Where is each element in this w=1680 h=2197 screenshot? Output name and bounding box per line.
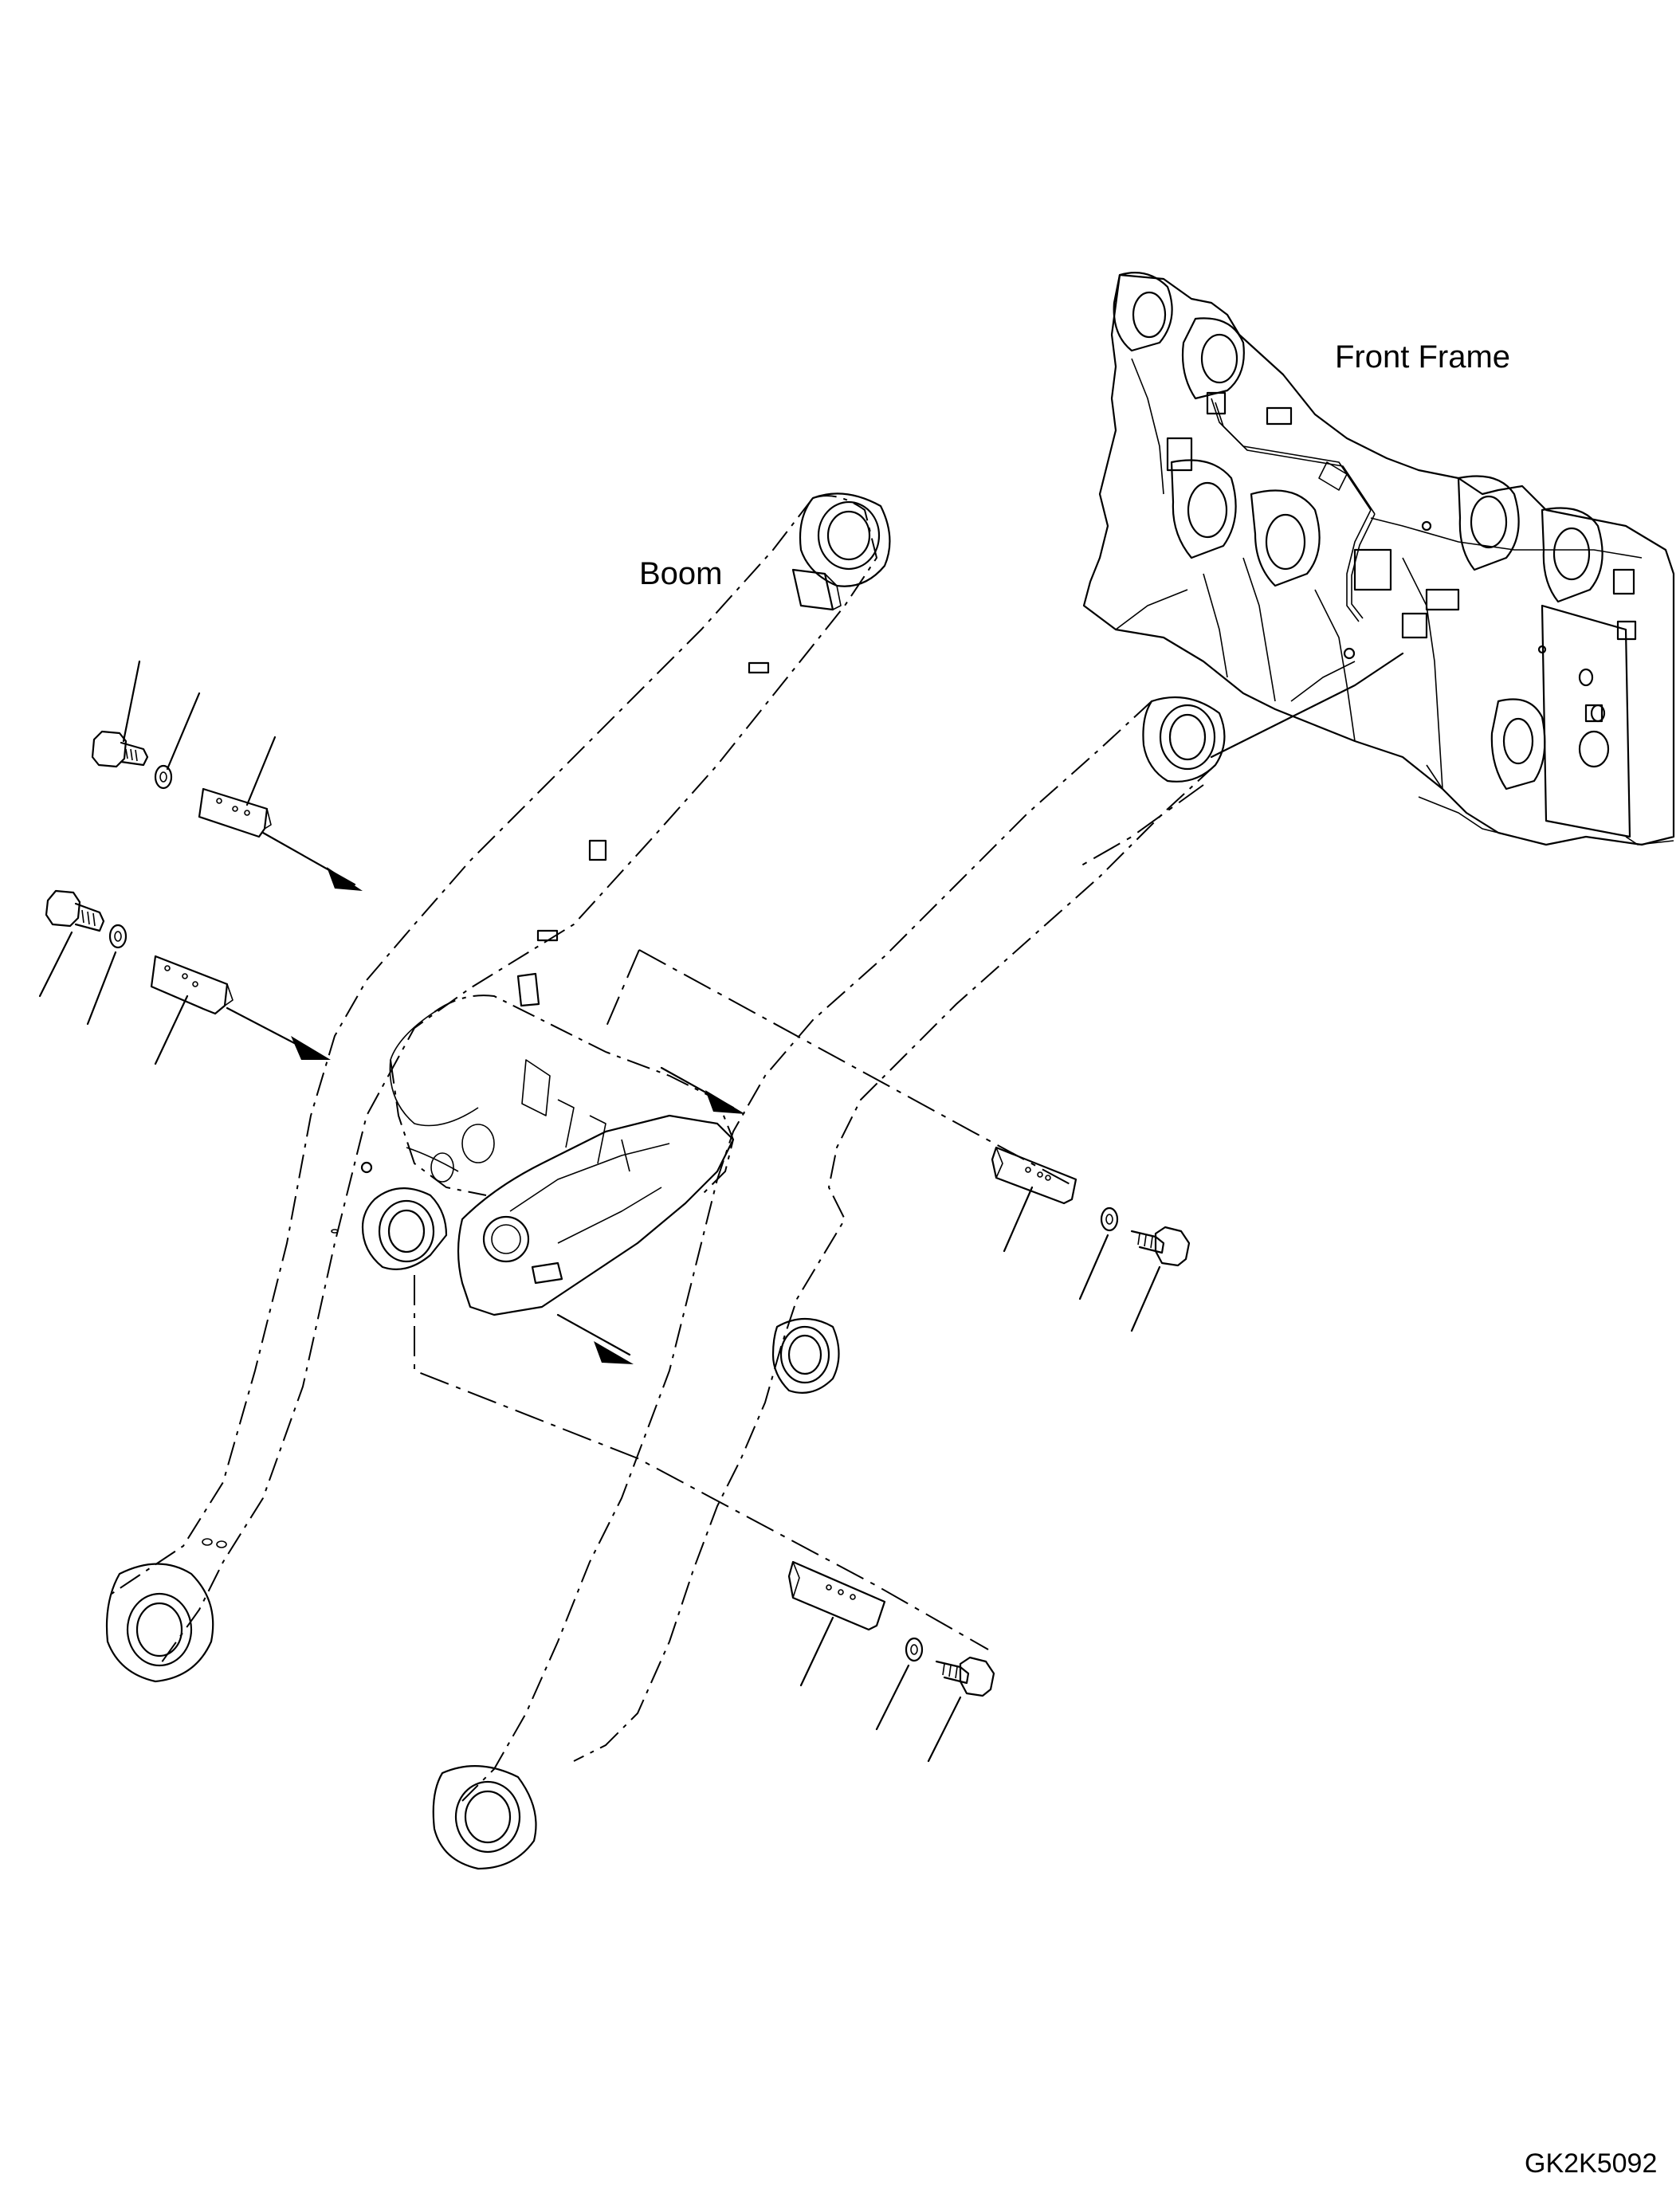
boom-left-arm: [105, 492, 891, 1683]
front-frame-label: Front Frame: [1335, 339, 1511, 375]
drawing-code: GK2K5092: [1525, 2148, 1658, 2179]
bracket-icon: [150, 955, 234, 1015]
assembly-centerlines: [414, 652, 1404, 1650]
washer-icon: [905, 1637, 924, 1662]
hardware-set-upper-left: [91, 660, 363, 891]
washer-icon: [154, 764, 173, 790]
washer-icon: [108, 924, 128, 949]
hex-bolt-icon: [935, 1656, 995, 1697]
boom-cross-tube: [331, 995, 735, 1316]
bracket-icon: [198, 787, 272, 838]
hardware-set-right-middle: [660, 1066, 1191, 1332]
bracket-icon: [991, 1146, 1077, 1205]
hex-bolt-icon: [45, 889, 105, 932]
hex-bolt-icon: [1130, 1226, 1191, 1267]
front-frame-assembly: [1082, 272, 1675, 846]
boom-label: Boom: [639, 556, 723, 591]
bracket-icon: [787, 1560, 886, 1631]
boom-right-arm: [432, 696, 1226, 1870]
hex-bolt-icon: [91, 730, 149, 768]
hardware-set-left: [38, 889, 331, 1065]
hardware-set-lower: [556, 1313, 995, 1763]
washer-icon: [1100, 1206, 1119, 1232]
